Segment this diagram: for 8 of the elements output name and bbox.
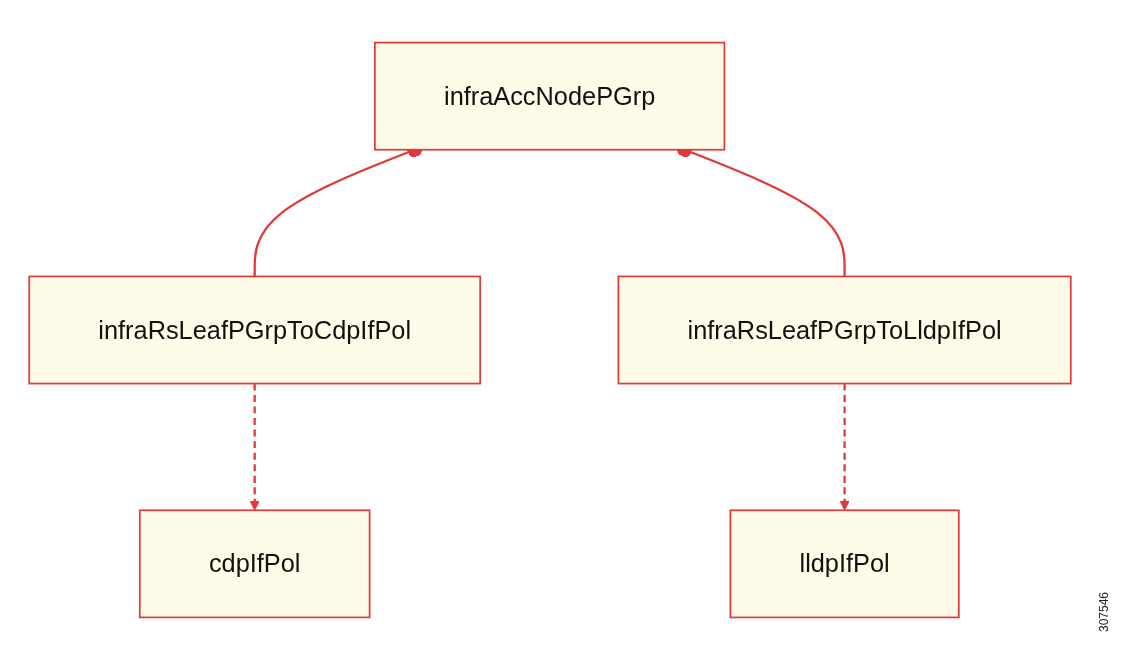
node-box: infraRsLeafPGrpToCdpIfPol [28,275,482,385]
figure-number: 307546 [1097,592,1111,632]
node-box: lldpIfPol [729,509,960,619]
node-box: infraRsLeafPGrpToLldpIfPol [617,275,1072,385]
arrow [249,383,260,511]
node-box: infraAccNodePGrp [374,41,726,151]
node-box: cdpIfPol [138,509,371,619]
arrow [839,383,850,511]
